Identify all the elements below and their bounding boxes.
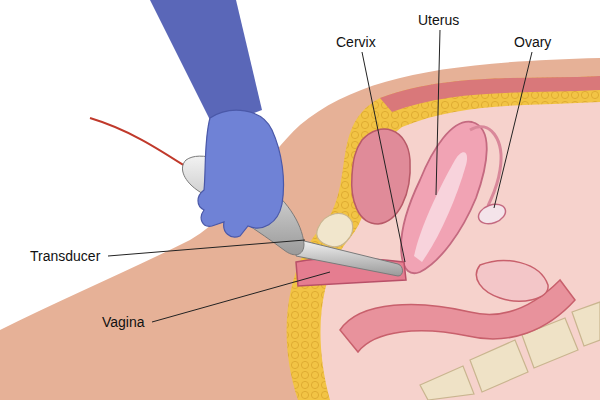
transducer-shaft (296, 240, 403, 276)
uterus (401, 122, 487, 274)
body-skin (0, 58, 600, 400)
fat-layer (287, 76, 600, 400)
ovary (476, 201, 508, 227)
part-label: Ovary (514, 34, 551, 50)
leader-line (152, 272, 330, 322)
gloved-hand (198, 110, 284, 237)
bowel-loop (476, 261, 548, 302)
arm-sleeve (150, 0, 262, 128)
leader-lines (108, 30, 532, 322)
leader-line (108, 240, 305, 256)
uterine-cavity (414, 152, 467, 262)
part-label: Vagina (102, 314, 145, 330)
leader-line (436, 30, 440, 195)
part-label: Uterus (418, 12, 459, 28)
leader-line (362, 52, 405, 262)
fallopian-tube (470, 127, 501, 206)
pelvic-cavity (320, 102, 600, 400)
cable (90, 118, 188, 168)
pubic-bone (317, 213, 353, 246)
part-label: Cervix (336, 34, 376, 50)
muscle-band (380, 76, 600, 112)
leader-line (494, 52, 532, 208)
part-label: Transducer (30, 248, 100, 264)
